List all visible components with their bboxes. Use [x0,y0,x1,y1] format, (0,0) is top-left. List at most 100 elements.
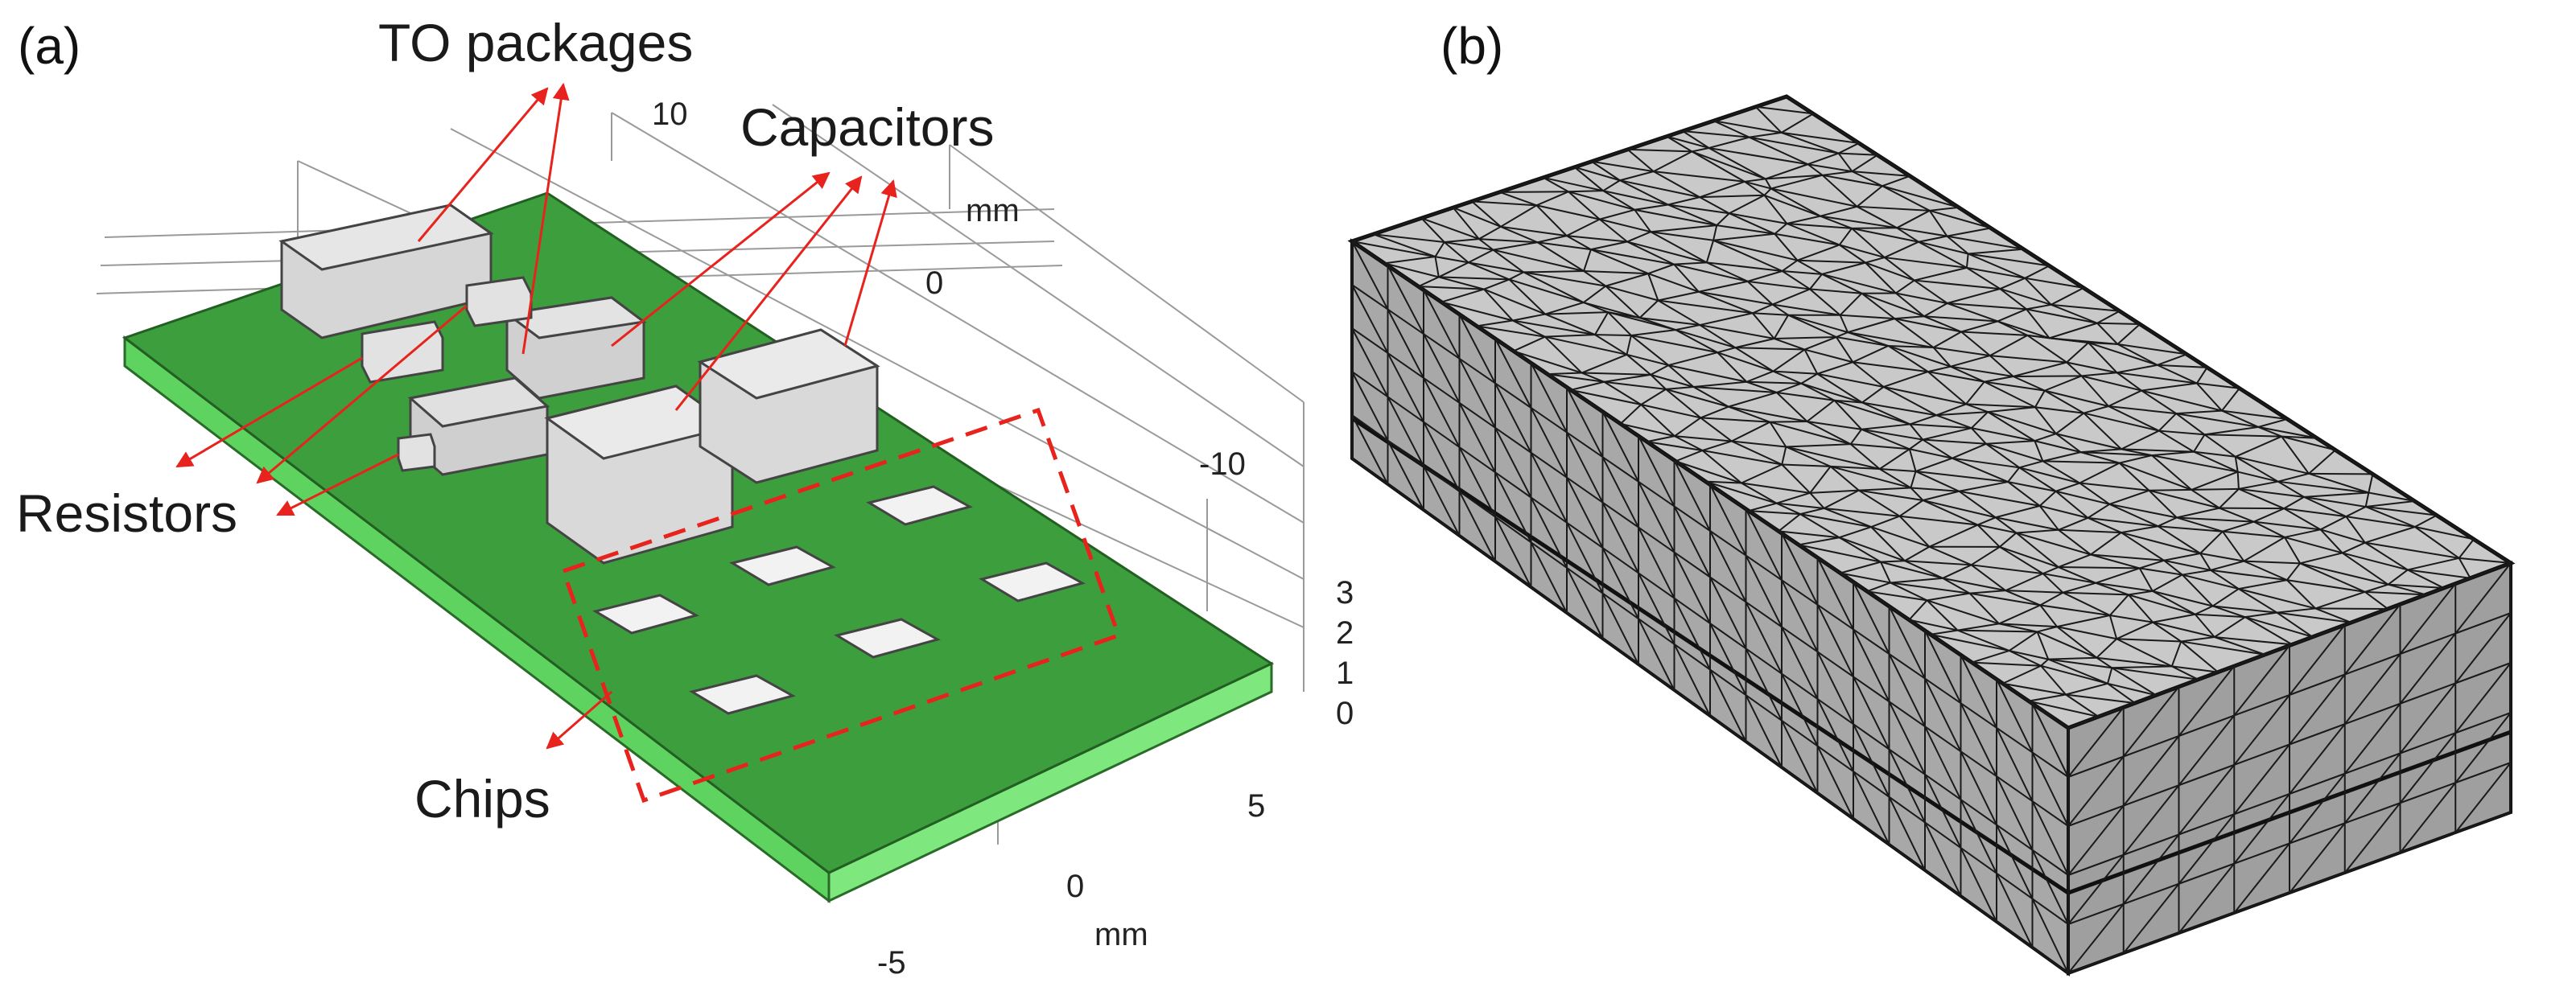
mesh-edge [1590,249,1675,265]
mesh-edge [1566,235,1592,251]
mesh-edge [1351,371,1389,442]
mesh-edge [2148,490,2178,519]
mesh-edge [1709,483,1747,510]
mesh-edge [1383,262,1440,278]
mesh-edge [2088,516,2122,534]
mesh-edge [2454,662,2512,685]
mesh-edge [1605,273,1649,287]
mesh-edge [1607,311,1632,336]
mesh-edge [2233,793,2290,816]
mesh-edge [1708,146,1808,166]
mesh-edge [1947,302,1998,323]
mesh-edge [1853,361,1928,373]
mesh-edge [1888,344,1934,349]
mesh-edge [2234,456,2239,472]
mesh-edge [2235,435,2282,458]
mesh-edge [2178,714,2235,737]
mesh-edge [1816,557,1854,630]
mesh-edge [2181,640,2265,656]
mesh-edge [1998,623,2038,633]
mesh-edge [2346,516,2415,528]
mesh-edge [1418,276,1440,288]
mesh-edge [1838,152,1877,156]
capacitor [544,384,736,565]
mesh-edge [1351,414,1389,485]
mesh-edge [1749,136,1808,166]
mesh-edge [1745,508,1783,581]
mesh-edge [1667,204,1729,215]
mesh-edge [1638,435,1675,507]
mesh-edge [1601,638,1639,665]
mesh-edge [1853,771,1890,798]
mesh-edge [2289,723,2346,795]
mesh-edge [2109,615,2154,623]
mesh-edge [1839,293,1863,316]
mesh-edge [2196,382,2240,389]
mesh-edge [2214,636,2266,656]
mesh-edge [1776,391,1835,401]
mesh-edge [2182,574,2214,607]
mesh-edge [1752,312,1789,316]
mesh-edge [1494,338,1532,409]
mesh-edge [2191,471,2239,491]
mesh-edge [2244,616,2313,638]
mesh-edge [1698,290,1754,315]
mesh-edge [1574,166,1621,182]
mesh-edge [1996,727,2034,802]
mesh-edge [1960,654,1997,680]
mesh-edge [2008,481,2056,492]
mesh-edge [1568,191,1601,220]
mesh-edge [1839,537,1882,563]
mesh-edge [2182,574,2240,590]
mesh-edge [2222,520,2254,532]
mesh-edge [1604,373,1651,383]
mesh-edge [1744,180,1765,196]
mesh-edge [2121,532,2201,554]
mesh-edge [2342,552,2409,571]
mesh-edge [1699,312,1754,327]
mesh-edge [2388,583,2426,596]
mesh-edge [2222,530,2285,538]
mesh-edge [1673,643,1711,717]
mesh-edge [1434,241,1445,257]
mesh-edge [1924,821,1962,849]
mesh-edge [1856,185,1883,208]
mesh-edge [2158,413,2177,432]
mesh-edge [2042,460,2080,484]
mesh-edge [1895,292,1925,318]
mesh-edge [1590,241,1628,251]
mesh-edge [1879,468,1911,489]
mesh-edge [1728,392,1778,408]
mesh-edge [2058,553,2092,568]
mesh-edge [1977,516,1997,526]
mesh-edge [1667,196,1700,206]
mesh-edge [2039,491,2057,507]
mesh-edge [1824,507,1900,517]
mesh-edge [1423,377,1461,448]
mesh-edge [1999,288,2027,310]
mesh-edge [1816,698,1854,726]
mesh-edge [1774,336,1836,340]
mesh-edge [1638,618,1675,691]
mesh-edge [1601,547,1639,574]
mesh-edge [1420,207,1454,220]
mesh-edge [1904,560,1972,566]
mesh-edge [1965,381,1985,405]
mesh-edge [1861,428,1910,450]
mesh-edge [1997,308,2027,323]
mesh-edge [2109,594,2129,616]
mesh-edge [1700,324,1774,339]
mesh-edge [2233,743,2290,766]
mesh-edge [1530,541,1568,614]
mesh-edge [2056,615,2111,628]
mesh-edge [1729,212,1787,224]
mesh-edge [1745,648,1783,675]
mesh-edge [1834,399,1863,404]
mesh-edge [1566,432,1604,504]
mesh-edge [1638,572,1675,599]
mesh-edge [2364,541,2409,571]
mesh-edge [1666,135,1709,149]
mesh-edge [2238,487,2285,510]
mesh-edge [1713,232,1775,241]
mesh-edge [1996,872,2034,900]
